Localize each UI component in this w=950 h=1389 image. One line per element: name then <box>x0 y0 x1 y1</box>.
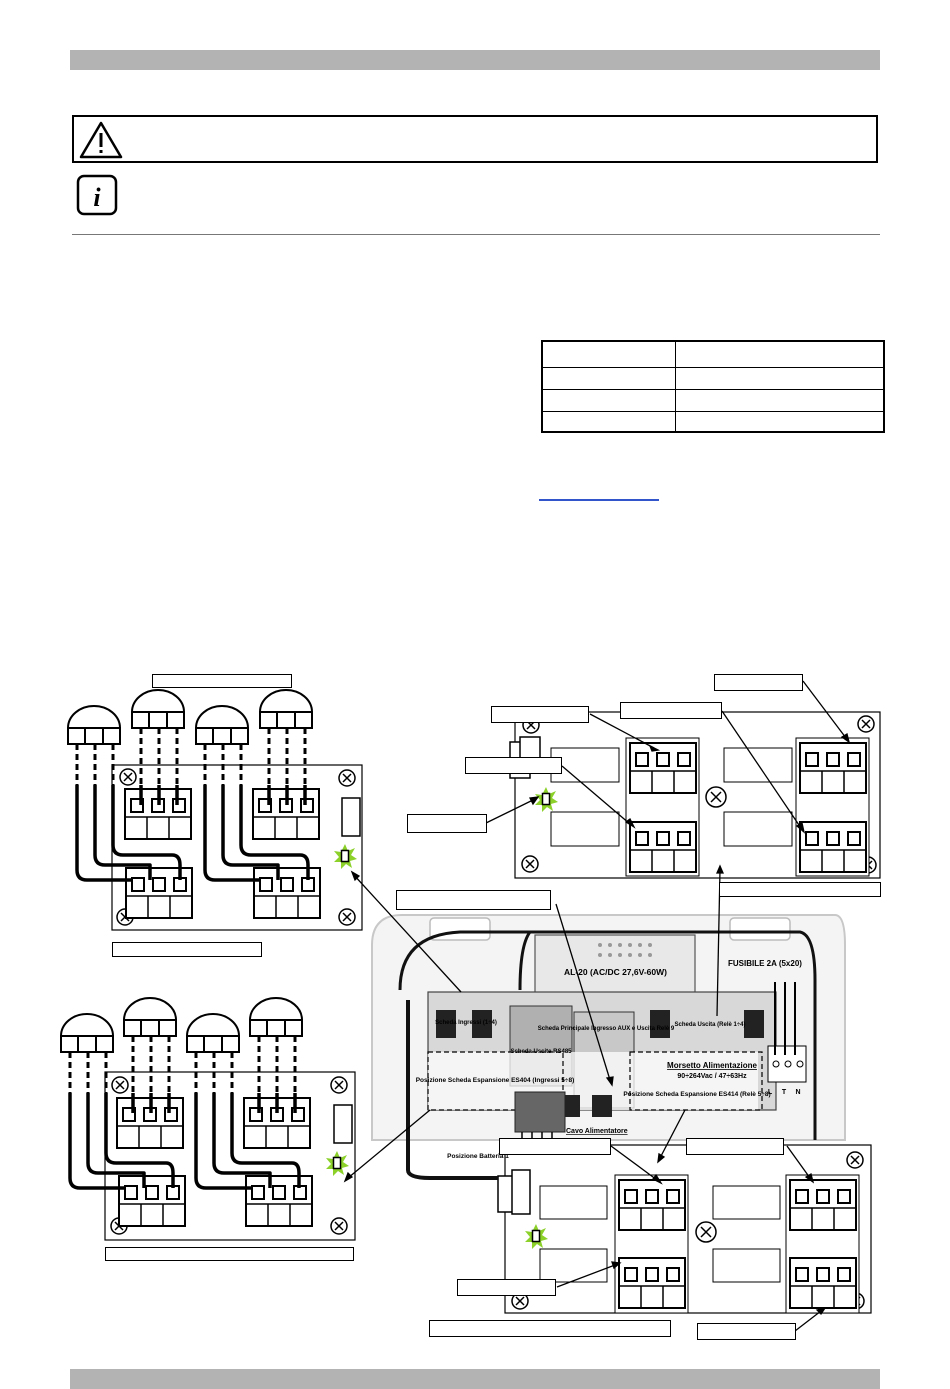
callout-box <box>407 814 487 833</box>
spec-table-column-divider <box>675 342 676 431</box>
callout-box <box>491 706 589 723</box>
callout-box <box>719 882 881 897</box>
main-card-label: Scheda Principale Ingresso AUX e Uscita … <box>538 1026 675 1032</box>
callout-box <box>396 890 551 910</box>
spec-table <box>541 340 885 433</box>
warning-triangle-icon <box>79 121 123 159</box>
relay-expansion-board-bottom <box>497 1144 872 1314</box>
spec-table-row-divider <box>543 389 883 390</box>
input-expansion-board-bottom <box>60 997 356 1241</box>
warning-box <box>72 115 878 163</box>
callout-box <box>620 702 722 719</box>
feeder-cable-label: Cavo Alimentatore <box>566 1128 628 1135</box>
callout-box <box>457 1279 556 1296</box>
hyperlink[interactable] <box>539 499 659 501</box>
outputs-card-label: Scheda Uscita (Relè 1÷4) <box>675 1022 746 1028</box>
callout-box <box>465 757 562 774</box>
es404-position-label: Posizione Scheda Espansione ES404 (Ingre… <box>416 1077 575 1084</box>
callout-box <box>499 1138 611 1155</box>
callout-box <box>697 1323 796 1340</box>
battery-position-label: Posizione Batteria 1 <box>447 1153 509 1160</box>
callout-box <box>686 1138 784 1155</box>
footer-bar <box>70 1369 880 1389</box>
inputs-card-label: Scheda Ingressi (1÷4) <box>435 1020 497 1026</box>
al20-label: AL-20 (AC/DC 27,6V-60W) <box>564 967 667 977</box>
info-divider <box>72 234 880 235</box>
es414-position-label: Posizione Scheda Espansione ES414 (Relè … <box>623 1091 770 1098</box>
svg-text:i: i <box>93 183 101 212</box>
power-terminal-title: Morsetto Alimentazione <box>667 1061 757 1070</box>
callout-box <box>105 1247 354 1261</box>
spec-table-row-divider <box>543 367 883 368</box>
power-terminal-spec: 90÷264Vac / 47÷63Hz <box>677 1073 747 1080</box>
terminal-n: N <box>795 1089 800 1096</box>
fuse-label: FUSIBILE 2A (5x20) <box>728 959 802 968</box>
spec-table-row-divider <box>543 411 883 412</box>
terminal-l: L <box>768 1089 773 1096</box>
info-icon: i <box>76 174 118 216</box>
callout-box <box>714 674 803 691</box>
callout-arrows <box>343 680 851 1332</box>
header-bar <box>70 50 880 70</box>
input-expansion-board-top <box>67 689 363 931</box>
callout-box <box>112 942 262 957</box>
outputs-rs485-card-label: Scheda Uscite RS485 <box>510 1049 572 1055</box>
callout-box <box>152 674 292 688</box>
callout-box <box>429 1320 671 1337</box>
terminal-t: T <box>782 1089 787 1096</box>
relay-expansion-board-top <box>509 711 881 879</box>
